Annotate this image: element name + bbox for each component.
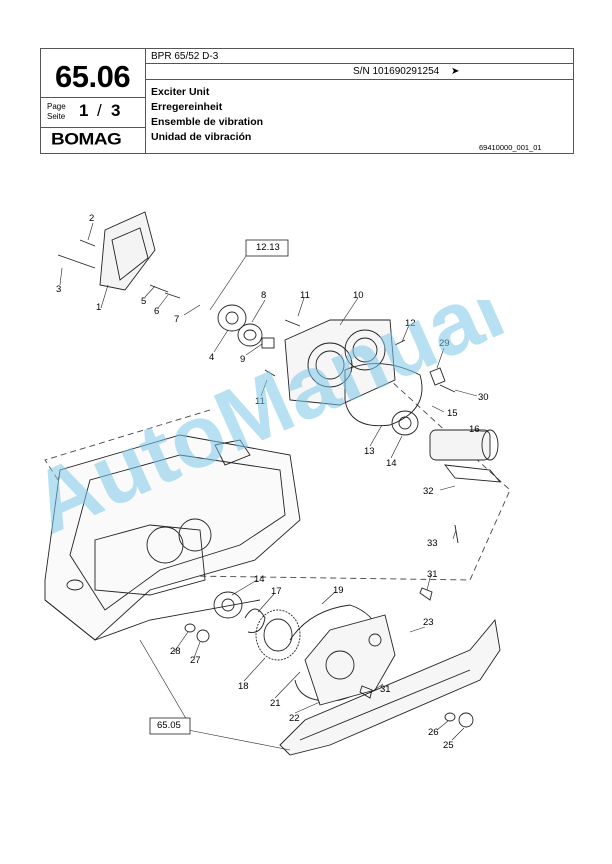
serial-arrow-icon: ➤ [451,66,460,77]
callout-4: 4 [209,352,215,363]
callout-1: 1 [96,302,102,313]
section-number: 65.06 [55,59,131,94]
title-block-rule [145,63,573,64]
callout-27: 27 [190,655,201,666]
title-french: Ensemble de vibration [151,116,264,128]
callout-32: 32 [423,486,434,497]
model-designation: BPR 65/52 D-3 [151,51,219,62]
callout-23: 23 [423,617,434,628]
title-english: Exciter Unit [151,86,210,98]
callout-29: 29 [439,338,450,349]
callout-28: 28 [170,646,181,657]
title-block-rule [41,97,145,98]
callout-19: 19 [333,585,344,596]
drawing-code: 69410000_001_01 [479,143,542,152]
callout-2: 2 [89,213,95,224]
callout-7: 7 [174,314,180,325]
callout-21: 21 [270,698,281,709]
title-block-rule [41,127,145,128]
ref-label-12-13: 12.13 [256,242,280,253]
callout-15: 15 [447,408,458,419]
callout-26: 26 [428,727,439,738]
callout-30: 30 [478,392,489,403]
callout-12: 12 [405,318,416,329]
title-block-divider [145,49,146,153]
callout-18: 18 [238,681,249,692]
title-german: Erregereinheit [151,101,223,113]
callout-14: 14 [386,458,397,469]
callout-22: 22 [289,713,300,724]
callout-11: 11 [300,290,310,301]
callout-31: 31 [380,684,391,695]
page-current: 1 [79,101,89,120]
ref-box-12-13 [245,239,289,257]
callout-14: 14 [254,574,265,585]
serial-number: S/N 101690291254 [353,66,440,77]
callout-33: 33 [427,538,438,549]
callout-25: 25 [443,740,454,751]
page-total: 3 [111,101,121,120]
callout-3: 3 [56,284,62,295]
callout-8: 8 [261,290,267,301]
callout-5: 5 [141,296,147,307]
callout-16: 16 [469,424,480,435]
title-block-rule [145,79,573,80]
title-spanish: Unidad de vibración [151,131,252,143]
page-label: Page [47,102,66,111]
callout-13: 13 [364,446,375,457]
page-label-de: Seite [47,112,66,121]
bomag-logo: BOMAG [51,131,122,149]
callout-17: 17 [271,586,282,597]
callout-10: 10 [353,290,364,301]
ref-label-65-05: 65.05 [157,720,181,731]
ref-box-65-05 [149,717,191,735]
callout-9: 9 [240,354,246,365]
callout-11: 11 [255,396,265,407]
page-separator: / [97,101,102,120]
callout-6: 6 [154,306,160,317]
title-block: 65.06 Page Seite 1 / 3 BOMAG BPR 65/52 D… [40,48,574,154]
callout-31: 31 [427,569,438,580]
